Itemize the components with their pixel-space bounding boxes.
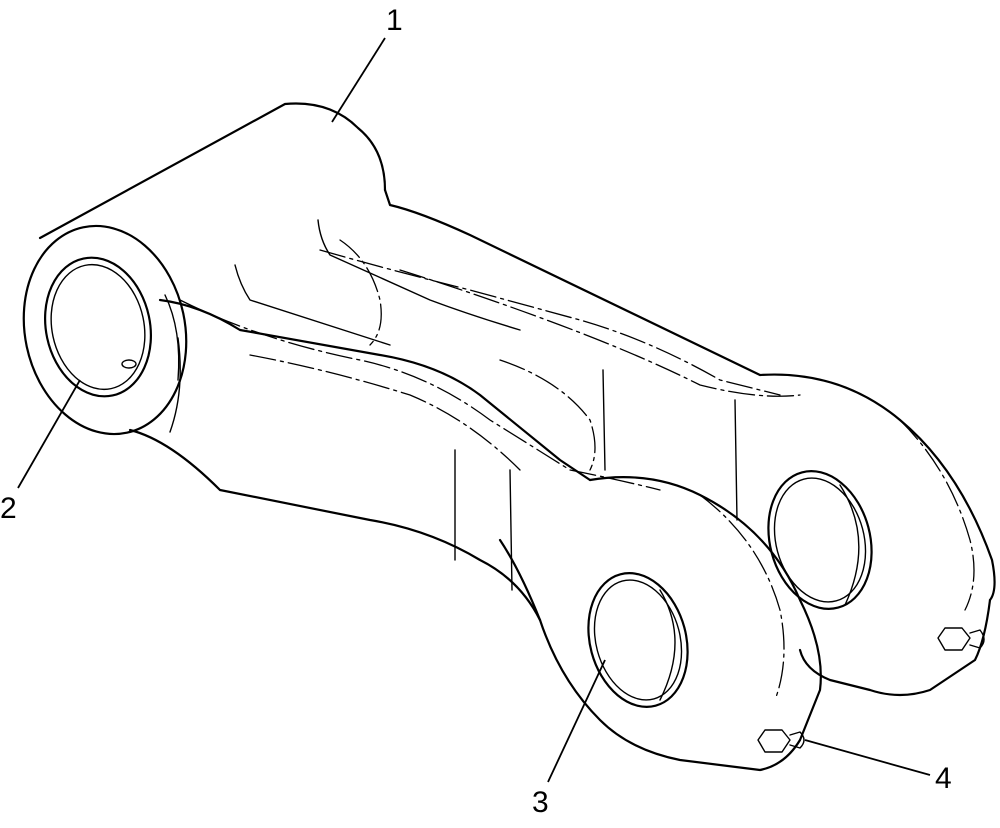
callout-4: 4 bbox=[935, 762, 952, 795]
leader-3 bbox=[547, 659, 606, 783]
callout-2: 2 bbox=[0, 492, 17, 525]
callout-3: 3 bbox=[532, 786, 549, 819]
phantom-lines bbox=[179, 239, 975, 701]
link-body bbox=[22, 102, 996, 772]
leader-1 bbox=[331, 37, 386, 123]
leader-2 bbox=[17, 379, 81, 489]
callout-1: 1 bbox=[386, 4, 403, 37]
grease-fitting-rear bbox=[937, 627, 985, 651]
leader-4 bbox=[804, 739, 931, 776]
grease-fitting-front bbox=[757, 729, 805, 753]
